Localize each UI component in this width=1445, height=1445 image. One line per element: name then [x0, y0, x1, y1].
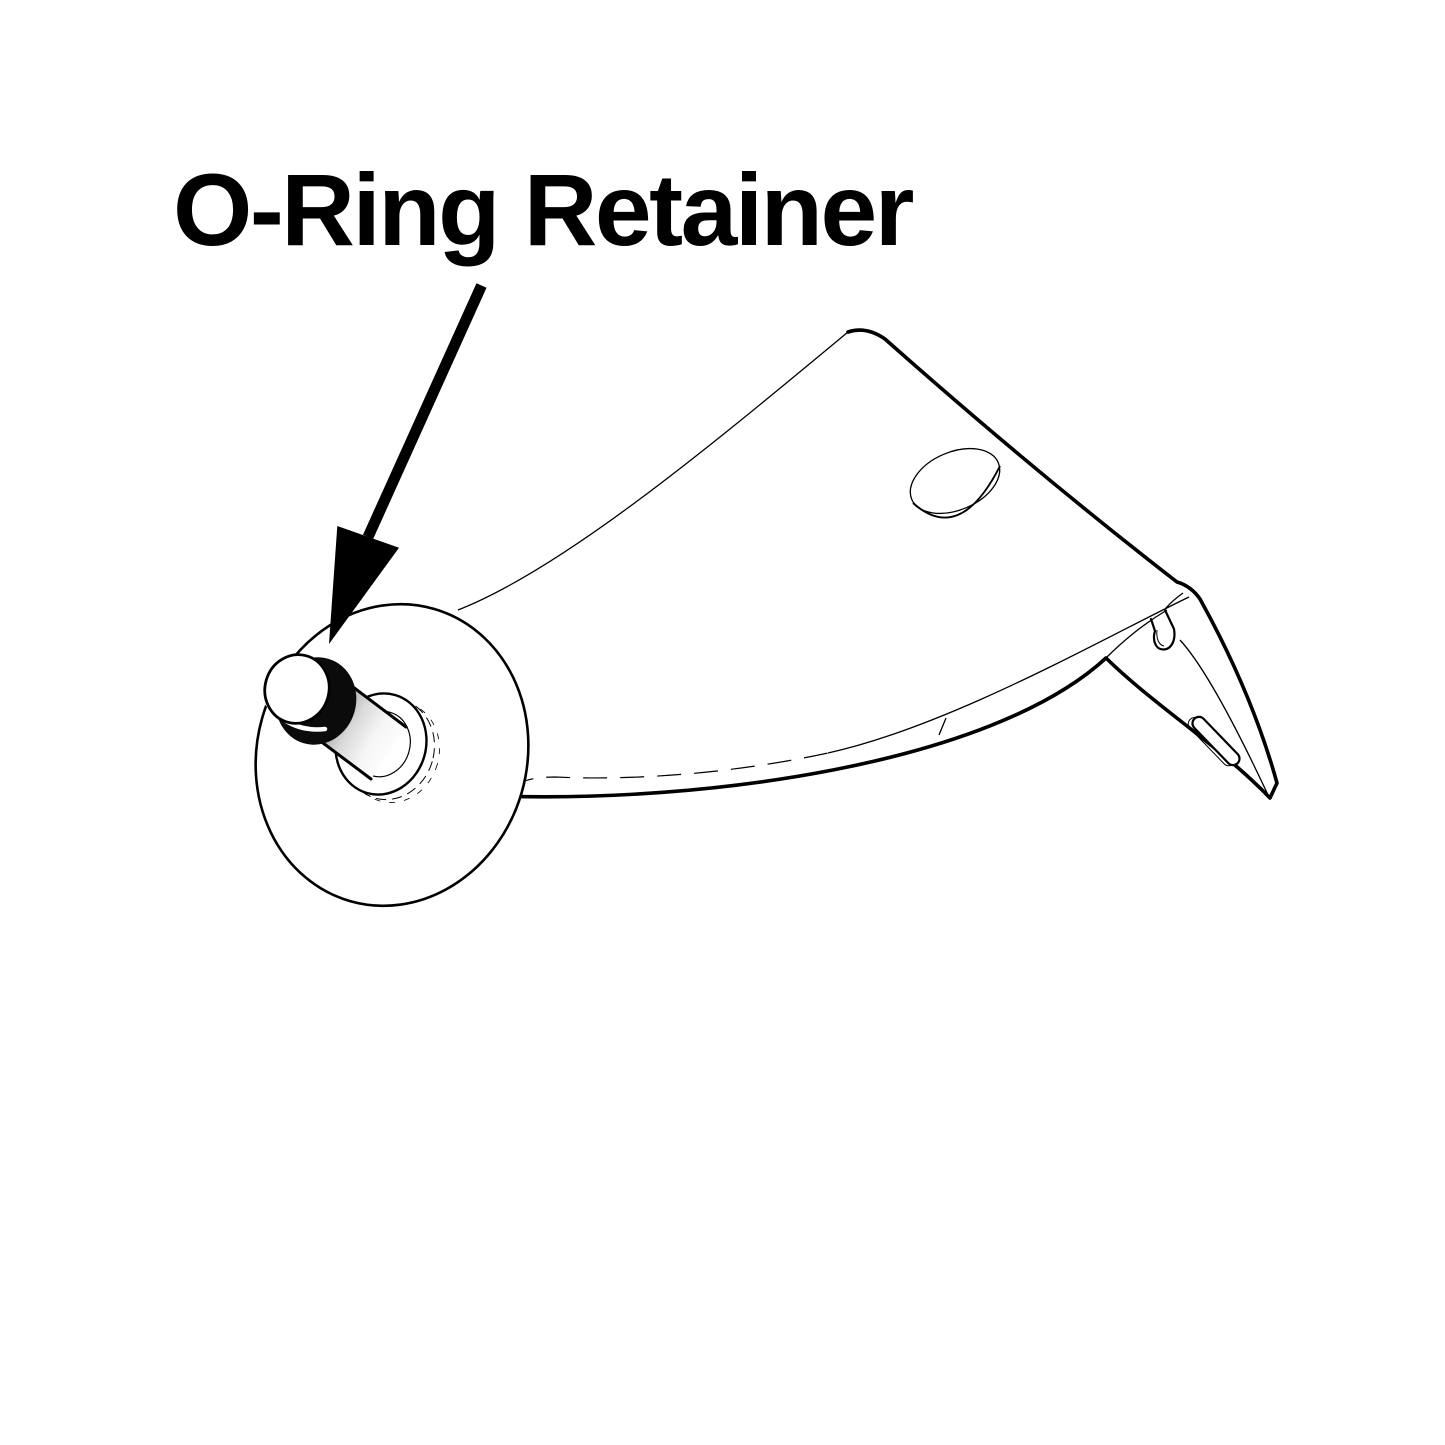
- flange-slot-lower: [1187, 715, 1241, 767]
- figure-label: O-Ring Retainer: [173, 153, 914, 267]
- plate-thin-edges: [457, 331, 1269, 796]
- bracket-plate: [455, 328, 1279, 800]
- plate-hole: [909, 447, 1001, 519]
- flange-slot-upper: [1149, 608, 1176, 651]
- plate-hidden-edge: [512, 752, 829, 791]
- plate-outline: [495, 328, 1279, 800]
- leader-arrow-shaft: [362, 283, 487, 540]
- pin-head-cap: [263, 653, 331, 725]
- leader-arrow: [329, 283, 487, 644]
- leader-arrow-head: [329, 526, 399, 644]
- plate-face: [455, 330, 1277, 798]
- retainer-pin-assembly: [263, 653, 440, 803]
